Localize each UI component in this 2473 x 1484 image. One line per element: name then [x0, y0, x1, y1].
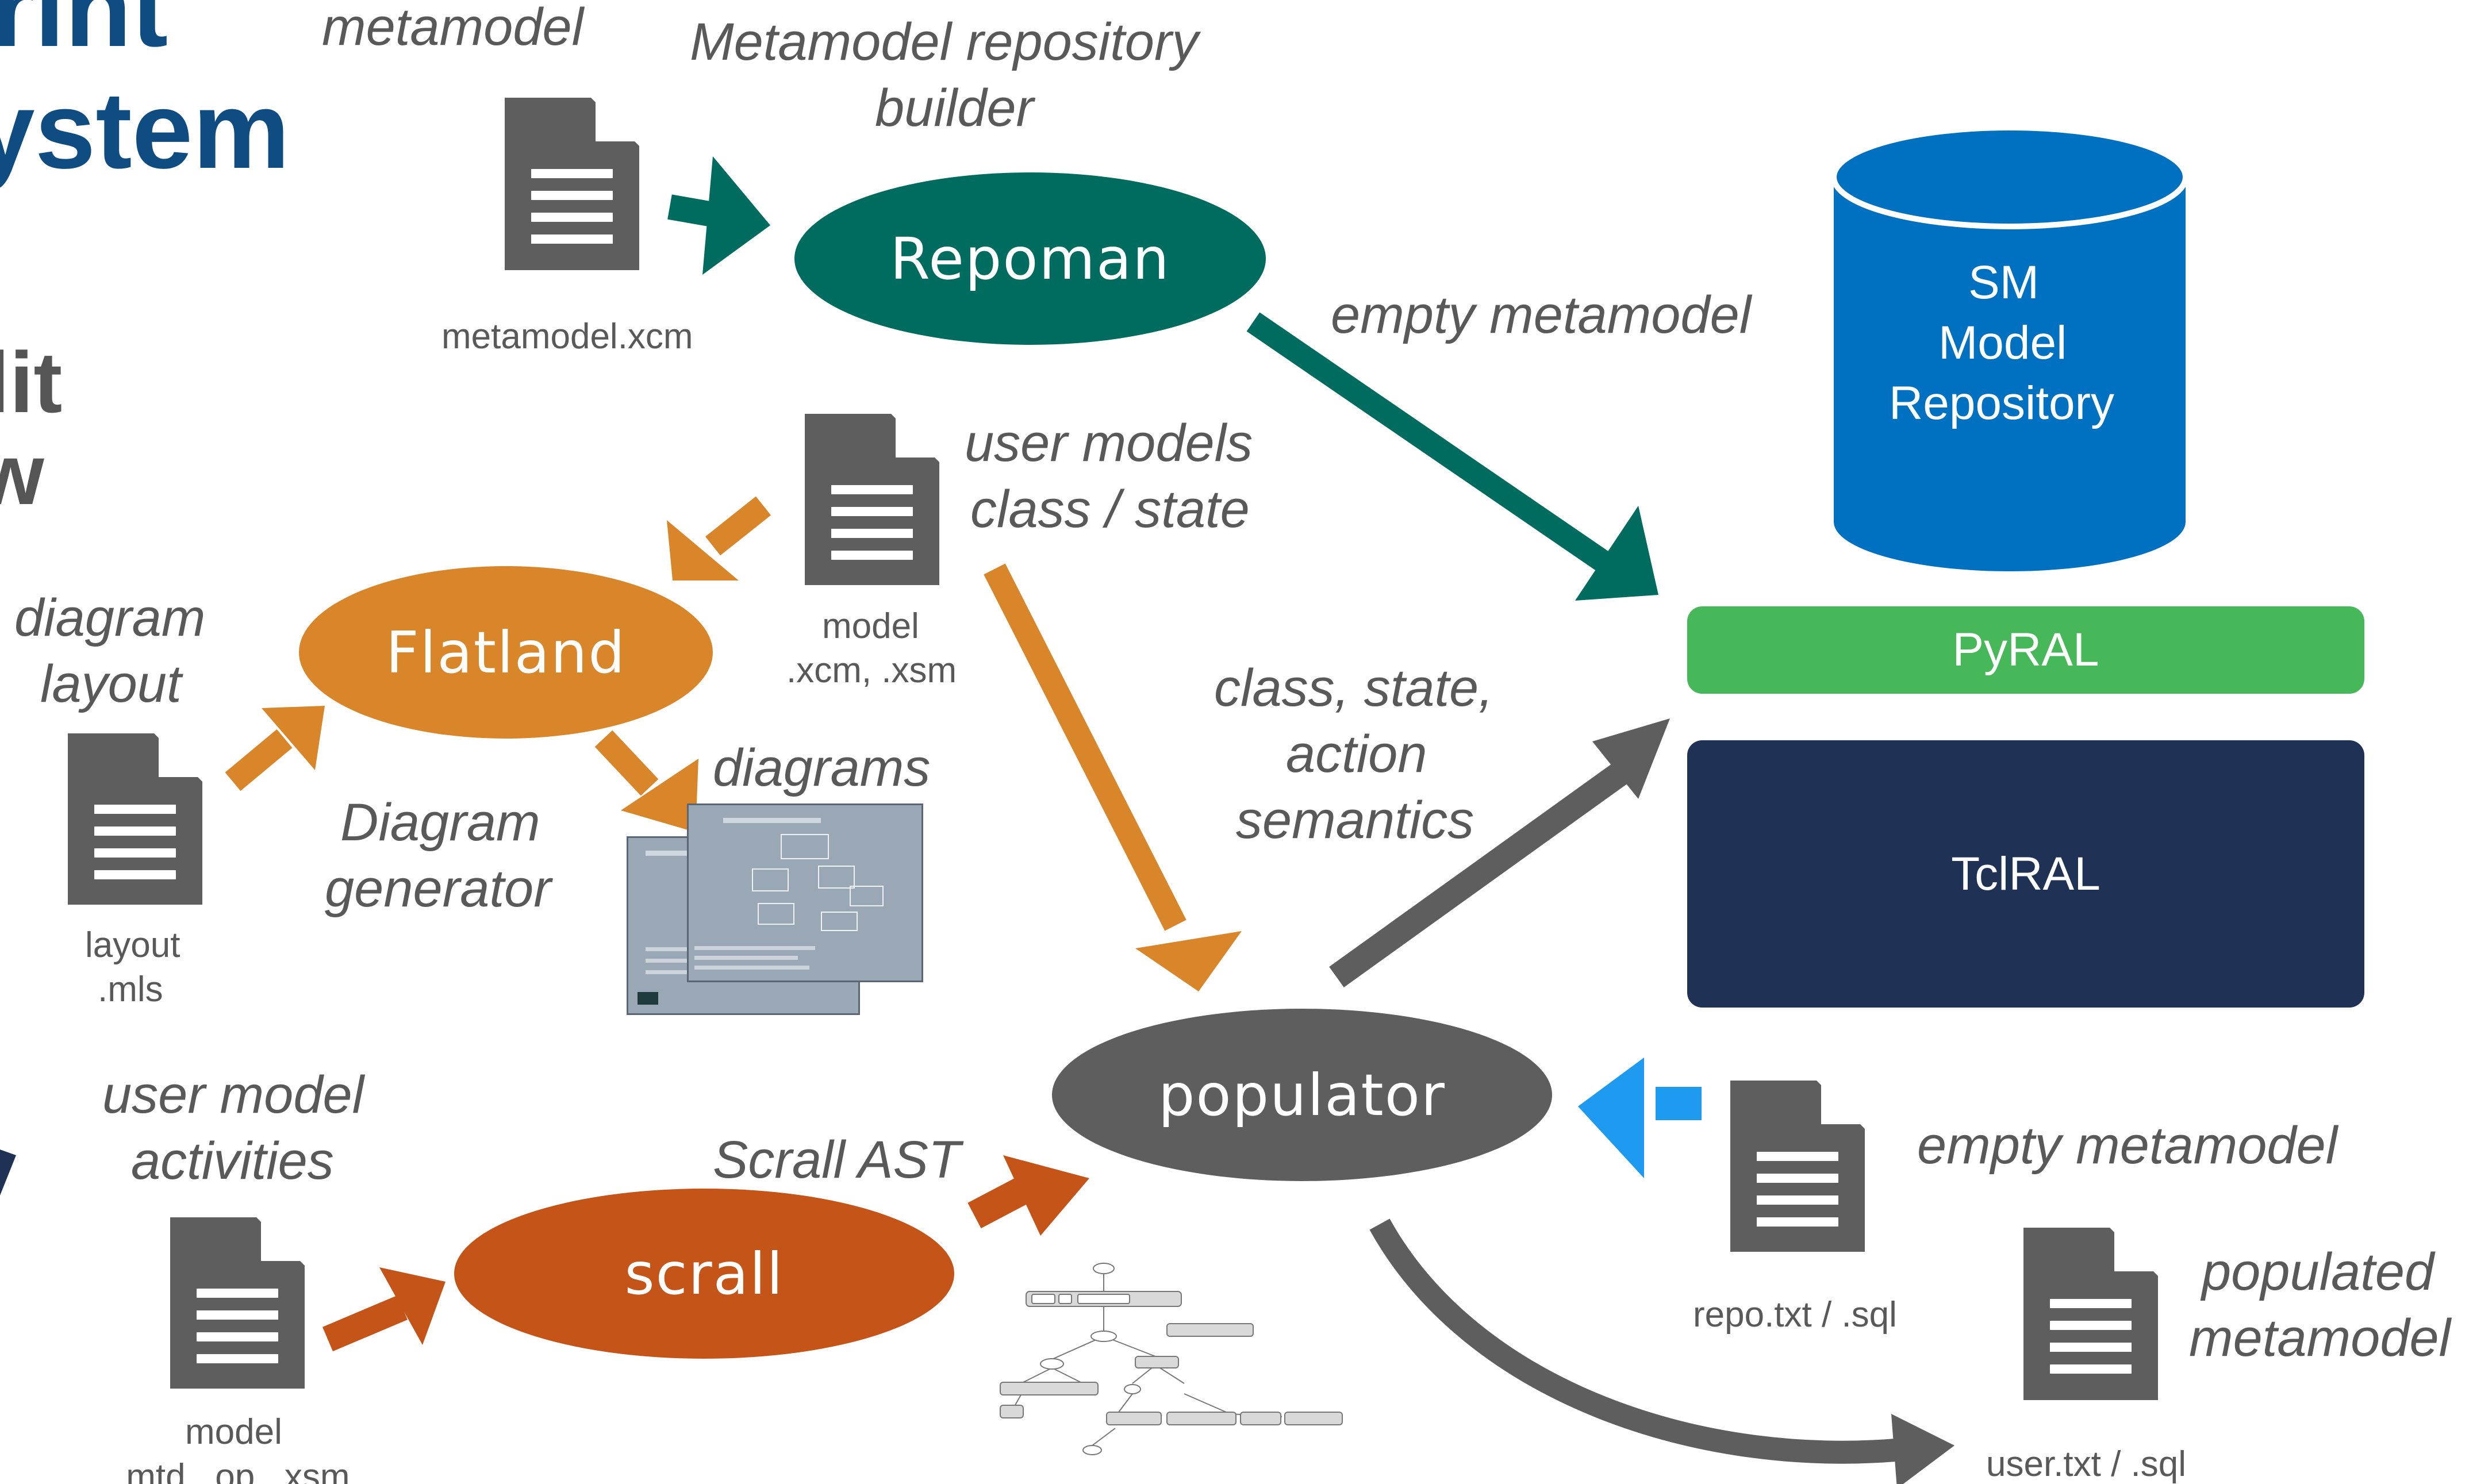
pyral-label: PyRAL: [1952, 624, 2099, 676]
model-xcm-file-label-1: model: [822, 606, 919, 646]
page-title-line1: print: [0, 0, 168, 70]
page-title-line2: ystem: [0, 70, 290, 191]
populator-label: populator: [1158, 1061, 1446, 1129]
semantics-label-1: class, state,: [1214, 659, 1493, 717]
populated-label-2: metamodel: [2189, 1309, 2451, 1367]
arrow-flatland-to-diagrams: [594, 730, 698, 832]
user-models-label-2: class / state: [970, 480, 1250, 539]
partial-shape-icon: [0, 1149, 16, 1195]
scrall-label: scrall: [624, 1240, 784, 1308]
diagram-layout-label-2: layout: [40, 655, 182, 713]
diagram-layout-label-1: diagram: [14, 589, 206, 647]
diagrams-label: diagrams: [713, 739, 931, 797]
repo-txt-file-label: repo.txt / .sql: [1693, 1295, 1897, 1335]
layout-file-label-2: .mls: [98, 970, 163, 1009]
arrow-scrall-to-populator: [967, 1155, 1089, 1236]
arrow-populator-to-user-txt: [1369, 1218, 1954, 1484]
flatland-node: Flatland: [299, 566, 713, 739]
side-text-line2: w: [0, 426, 44, 522]
semantics-label-2: action: [1286, 725, 1427, 783]
arrow-populator-to-pyral: [1329, 718, 1670, 987]
repoman-node: Repoman: [794, 172, 1266, 345]
metamodel-document-icon: [505, 98, 639, 270]
arrow-model-to-flatland: [667, 496, 771, 580]
arrow-activities-to-scrall: [322, 1267, 446, 1352]
database-cylinder-icon: [1831, 125, 2188, 571]
flatland-label: Flatland: [386, 618, 626, 686]
side-text-line1: lit: [0, 334, 63, 430]
tclral-label: TclRAL: [1951, 847, 2100, 900]
layout-document-icon: [68, 733, 202, 905]
arrow-layout-to-flatland: [225, 706, 325, 791]
arrow-model-to-populator: [984, 563, 1242, 991]
tclral-bar: TclRAL: [1687, 740, 2364, 1008]
repo-document-icon: [1730, 1081, 1865, 1252]
model-xcm-file-label-2: .xcm, .xsm: [786, 651, 957, 690]
metamodel-file-label: metamodel.xcm: [441, 317, 693, 356]
repository-label-3: Repository: [1889, 377, 2114, 429]
populated-label-1: populated: [2202, 1243, 2434, 1301]
layout-file-label-1: layout: [85, 925, 181, 965]
repo-builder-label-2: builder: [875, 79, 1034, 137]
ast-tree-icon: [1000, 1263, 1343, 1455]
repoman-label: Repoman: [890, 225, 1170, 293]
model-mtd-file-label-1: model: [185, 1412, 282, 1452]
user-txt-file-label: user.txt / .sql: [1986, 1444, 2187, 1484]
arrow-metamodel-to-repoman: [667, 156, 770, 275]
user-models-label-1: user models: [965, 414, 1253, 472]
user-document-icon: [2023, 1228, 2158, 1400]
scrall-node: scrall: [454, 1189, 954, 1359]
diagram-generator-label-1: Diagram: [340, 793, 540, 852]
empty-metamodel-top-label: empty metamodel: [1331, 286, 1752, 344]
metamodel-top-label: metamodel: [322, 0, 584, 56]
activities-label-2: activities: [131, 1132, 334, 1190]
arrow-repo-to-populator: [1578, 1058, 1702, 1178]
model-document-icon: [805, 414, 939, 585]
activities-label-1: user model: [102, 1066, 364, 1124]
repository-label-2: Model: [1938, 317, 2067, 369]
pyral-bar: PyRAL: [1687, 606, 2364, 694]
activities-document-icon: [170, 1217, 305, 1389]
repository-label-1: SM: [1968, 256, 2039, 309]
repo-builder-label-1: Metamodel repository: [690, 13, 1199, 71]
arrow-repoman-to-repository: [1246, 312, 1658, 601]
scrall-ast-label: Scrall AST: [713, 1131, 961, 1189]
semantics-label-3: semantics: [1236, 791, 1474, 849]
diagram-thumbnail-front: [687, 803, 923, 982]
model-mtd-file-label-2: .mtd, .op, .xsm: [116, 1457, 350, 1484]
empty-metamodel-right-label: empty metamodel: [1917, 1116, 2338, 1175]
populator-node: populator: [1052, 1009, 1552, 1181]
diagram-generator-label-2: generator: [325, 859, 551, 918]
